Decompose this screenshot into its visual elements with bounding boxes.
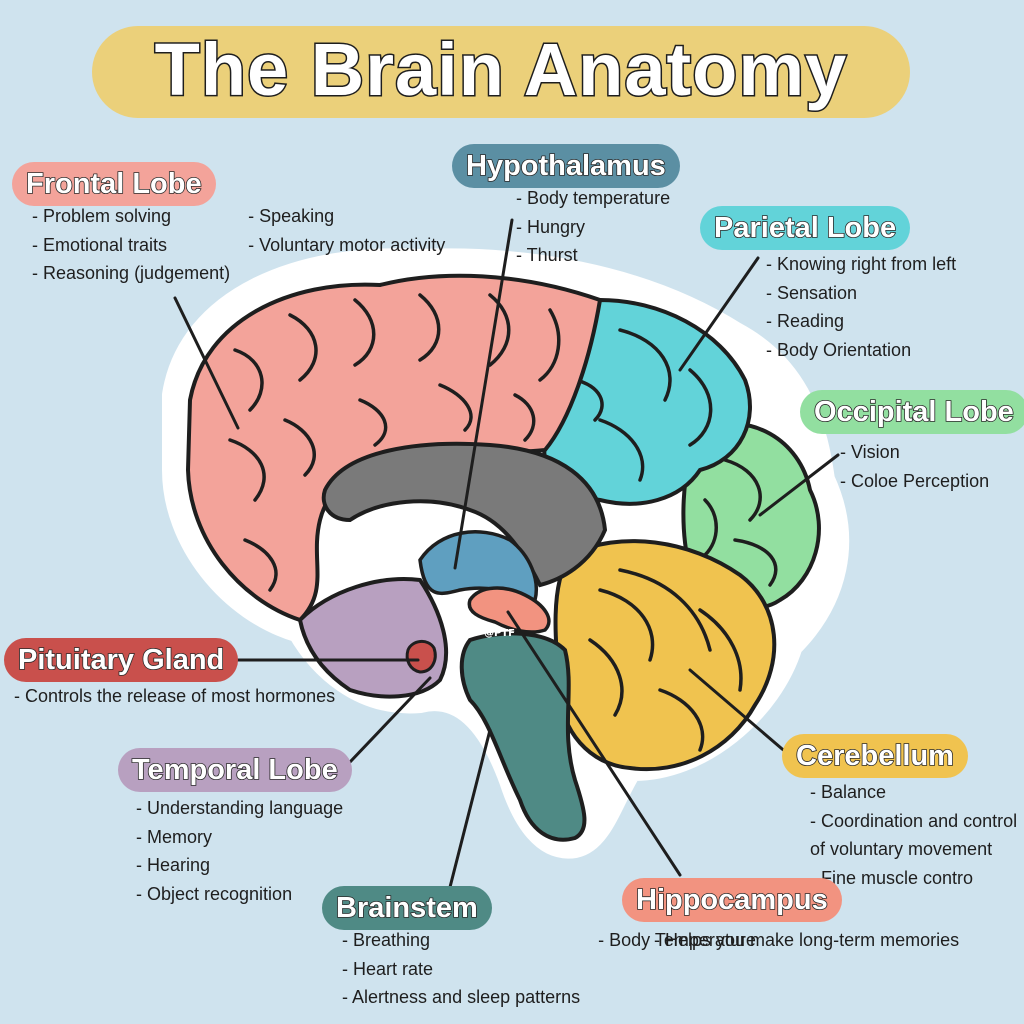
- page-title: The Brain Anatomy: [153, 27, 848, 113]
- list-item: Object recognition: [136, 880, 343, 909]
- hypothalamus-functions: Body temperature Hungry Thurst: [516, 184, 670, 270]
- list-item: Helps you make long-term memories: [654, 926, 959, 955]
- list-item: Body Orientation: [766, 336, 956, 365]
- cerebellum-functions: Balance Coordination and control of volu…: [810, 778, 1017, 892]
- list-item: Problem solving: [32, 202, 230, 231]
- frontal-lobe-label: Frontal Lobe: [12, 162, 216, 206]
- pituitary-gland-label: Pituitary Gland: [4, 638, 239, 682]
- artist-credit: @PTF: [484, 628, 515, 639]
- pituitary-gland-functions: Controls the release of most hormones: [14, 682, 335, 711]
- brainstem-shape: [459, 631, 587, 842]
- list-item: Body temperature: [516, 184, 670, 213]
- list-item: Emotional traits: [32, 231, 230, 260]
- list-item: Balance: [810, 778, 1017, 807]
- list-item: Reading: [766, 307, 956, 336]
- list-item: Coordination and control: [810, 807, 1017, 836]
- cerebellum-leader: [688, 668, 797, 762]
- brainstem-label: Brainstem: [322, 886, 492, 930]
- list-item: Memory: [136, 823, 343, 852]
- list-item: Understanding language: [136, 794, 343, 823]
- temporal-lobe-label: Temporal Lobe: [118, 748, 352, 792]
- list-item: Reasoning (judgement): [32, 259, 230, 288]
- hippocampus-leader: [506, 610, 682, 877]
- cerebellum-label: Cerebellum: [782, 734, 968, 778]
- frontal-lobe-functions: Problem solving Emotional traits Reasoni…: [32, 202, 445, 288]
- leader-lines: [173, 218, 840, 897]
- parietal-lobe-leader: [678, 256, 760, 372]
- list-item: Breathing: [342, 926, 580, 955]
- frontal-lobe-col1: Problem solving Emotional traits Reasoni…: [32, 202, 230, 288]
- brainstem-col1: Breathing Heart rate Alertness and sleep…: [342, 926, 580, 1012]
- list-item: Speaking: [248, 202, 445, 231]
- temporal-lobe-functions: Understanding language Memory Hearing Ob…: [136, 794, 343, 908]
- list-item: Coloe Perception: [840, 467, 989, 496]
- title-banner: [92, 26, 910, 118]
- list-item: Voluntary motor activity: [248, 231, 445, 260]
- list-item: Fine muscle contro: [810, 864, 1017, 893]
- parietal-lobe-functions: Knowing right from left Sensation Readin…: [766, 250, 956, 364]
- corpus-callosum-shape: [321, 441, 608, 588]
- hypothalamus-label: Hypothalamus: [452, 144, 680, 188]
- list-item: Heart rate: [342, 955, 580, 984]
- list-item: of voluntary movement: [810, 839, 993, 859]
- hypothalamus-leader: [453, 218, 514, 570]
- occipital-lobe-label: Occipital Lobe: [800, 390, 1024, 434]
- pituitary-gland-shape: [405, 640, 437, 674]
- temporal-lobe-leader: [348, 676, 432, 764]
- hippocampus-label: Hippocampus: [622, 878, 842, 922]
- list-item: Hearing: [136, 851, 343, 880]
- list-item: Alertness and sleep patterns: [342, 983, 580, 1012]
- list-item: Controls the release of most hormones: [14, 682, 335, 711]
- occipital-lobe-leader: [758, 453, 840, 517]
- list-item: Sensation: [766, 279, 956, 308]
- frontal-lobe-leader: [173, 296, 240, 430]
- list-item: Knowing right from left: [766, 250, 956, 279]
- occipital-lobe-functions: Vision Coloe Perception: [840, 438, 989, 495]
- frontal-lobe-col2: Speaking Voluntary motor activity: [248, 202, 445, 288]
- hippocampus-functions: Helps you make long-term memories: [654, 926, 959, 955]
- list-item: Vision: [840, 438, 989, 467]
- hippocampus-shape: [467, 586, 551, 634]
- list-item: Hungry: [516, 213, 670, 242]
- list-item: Thurst: [516, 241, 670, 270]
- brainstem-leader: [446, 728, 492, 897]
- parietal-lobe-label: Parietal Lobe: [700, 206, 911, 250]
